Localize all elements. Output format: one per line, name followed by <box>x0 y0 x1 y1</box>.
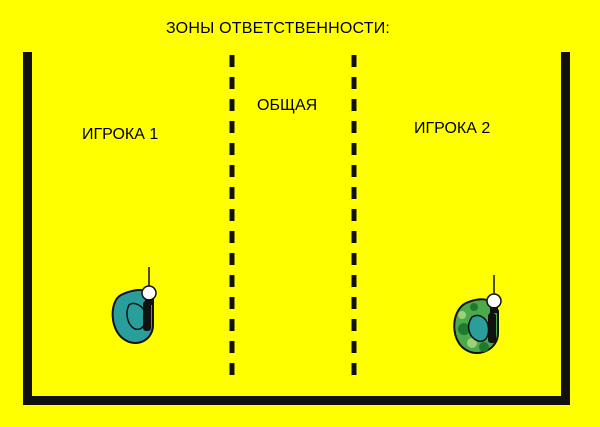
zone-label-shared: ОБЩАЯ <box>257 97 318 114</box>
diagram-title: ЗОНЫ ОТВЕТСТВЕННОСТИ: <box>166 20 391 37</box>
player-top-view-icon <box>111 267 157 344</box>
camo-player-top-view-icon <box>453 275 502 354</box>
zone-label-player2: ИГРОКА 2 <box>414 120 491 137</box>
right-wall <box>561 52 570 405</box>
left-wall <box>23 52 32 405</box>
bottom-wall <box>23 396 570 405</box>
zone-label-player1: ИГРОКА 1 <box>82 126 159 143</box>
